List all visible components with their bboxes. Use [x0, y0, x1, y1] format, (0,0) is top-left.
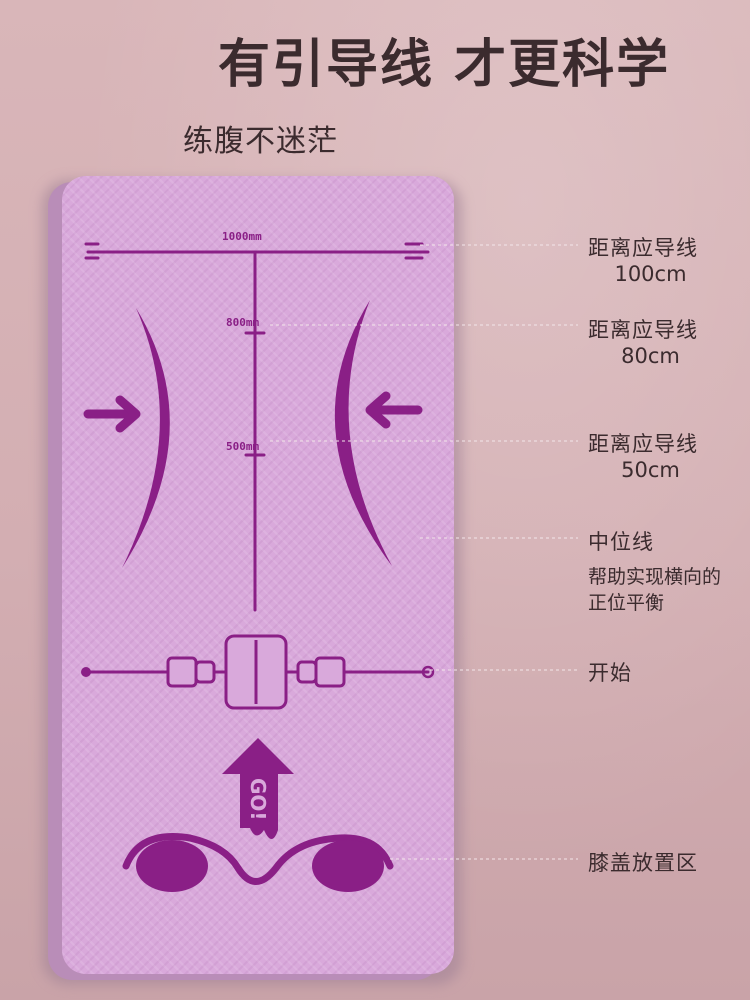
right-arc [334, 300, 392, 566]
annotation-guide-50-value: 50cm [621, 458, 680, 482]
annotation-midline: 中位线 帮助实现横向的 正位平衡 [588, 526, 721, 616]
annotation-guide-80-title: 距离应导线 [588, 318, 698, 342]
annotation-knee: 膝盖放置区 [588, 847, 698, 877]
annotation-guide-50: 距离应导线 50cm [588, 428, 713, 482]
label-800mm: 800mm [226, 316, 260, 329]
annotation-guide-80: 距离应导线 80cm [588, 314, 713, 368]
yoga-mat [62, 176, 454, 974]
knee-pad-right [312, 840, 384, 892]
annotation-start: 开始 [588, 657, 632, 687]
annotation-midline-desc-2: 正位平衡 [588, 592, 665, 614]
page-subtitle: 练腹不迷茫 [183, 124, 338, 159]
left-arrow-head [115, 395, 141, 433]
annotation-guide-50-title: 距离应导线 [588, 432, 698, 456]
go-label: GO! [246, 778, 270, 821]
knee-outline [122, 833, 394, 885]
annotation-guide-100-value: 100cm [614, 262, 687, 286]
annotation-start-title: 开始 [588, 661, 632, 685]
start-dot-right [421, 665, 435, 679]
annotation-guide-100: 距离应导线 100cm [588, 232, 713, 286]
annotation-guide-100-title: 距离应导线 [588, 236, 698, 260]
knee-pad-left [136, 840, 208, 892]
mat-texture [62, 176, 454, 974]
right-arrow-head [365, 391, 391, 429]
annotation-midline-title: 中位线 [588, 530, 654, 554]
annotation-guide-80-value: 80cm [621, 344, 680, 368]
annotation-midline-desc-1: 帮助实现横向的 [588, 566, 722, 588]
label-500mm: 500mm [226, 440, 260, 453]
annotation-knee-title: 膝盖放置区 [588, 851, 698, 875]
go-arrow-icon [222, 738, 294, 839]
ab-roller-graphic [166, 634, 346, 710]
left-arc [122, 308, 170, 568]
label-1000mm: 1000mm [222, 230, 262, 243]
start-dot-left [81, 667, 91, 677]
page-title: 有引导线 才更科学 [218, 35, 671, 95]
